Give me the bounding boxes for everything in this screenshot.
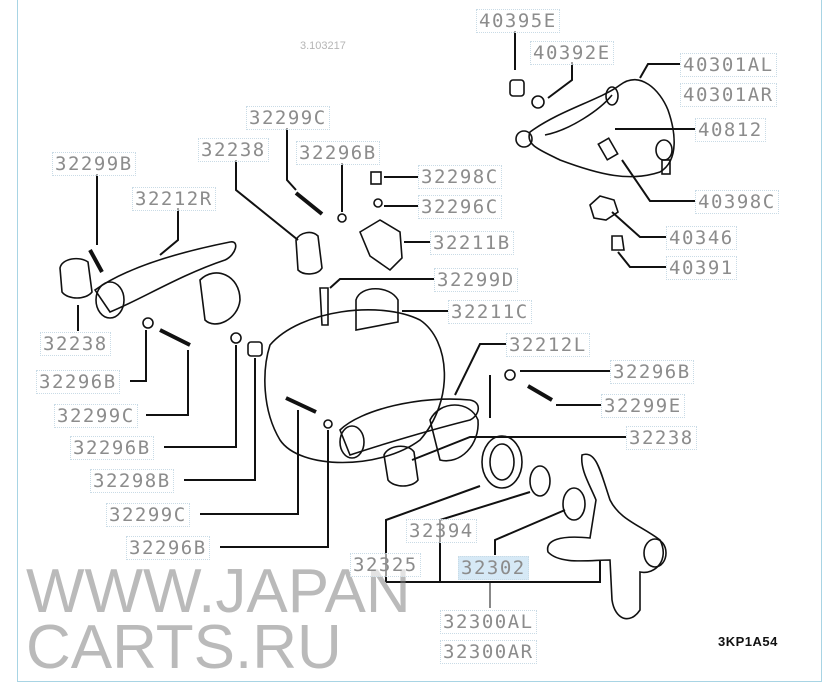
diagram-code: 3KP1A54 (718, 634, 778, 649)
differential-housing (264, 309, 446, 464)
part-label-32212l[interactable]: 32212L (506, 333, 590, 357)
part-label-32325[interactable]: 32325 (350, 553, 421, 577)
bolt-32299b (88, 249, 104, 273)
part-label-32302[interactable]: 32302 (458, 556, 529, 580)
dust-cover-40346 (589, 195, 619, 221)
washer-40392e (531, 95, 545, 109)
part-label-32212r[interactable]: 32212R (132, 187, 216, 211)
nut-32298c (370, 171, 382, 185)
upper-control-arm (515, 79, 675, 178)
washer-32296b (337, 213, 347, 223)
part-label-32296b[interactable]: 32296B (70, 436, 154, 460)
bolt-32299d (319, 287, 329, 326)
washer-32296b-right (504, 369, 516, 381)
part-label-32296c[interactable]: 32296C (418, 195, 502, 219)
lower-arm-32212r (93, 241, 237, 313)
part-label-40392e[interactable]: 40392E (530, 41, 614, 65)
lower-arm-32212l (339, 398, 480, 456)
nut-40391 (611, 235, 625, 251)
leader-lines (77, 31, 695, 608)
seal-32302 (562, 487, 586, 521)
part-label-32299e[interactable]: 32299E (601, 394, 685, 418)
part-label-32296b[interactable]: 32296B (296, 141, 380, 165)
part-label-40391[interactable]: 40391 (666, 256, 737, 280)
bolt-32299c-lower (285, 396, 317, 414)
part-label-32296b[interactable]: 32296B (610, 360, 694, 384)
part-label-32296b[interactable]: 32296B (36, 370, 120, 394)
part-label-40398c[interactable]: 40398C (695, 190, 779, 214)
part-label-32211b[interactable]: 32211B (430, 231, 514, 255)
knuckle (546, 453, 665, 620)
washer-left-2 (230, 332, 242, 344)
part-label-32296b[interactable]: 32296B (126, 536, 210, 560)
seal-32394 (529, 465, 551, 497)
part-label-40395e[interactable]: 40395E (476, 9, 560, 33)
small-watermark: 3.103217 (300, 40, 346, 52)
part-label-32299c[interactable]: 32299C (246, 106, 330, 130)
part-label-32299b[interactable]: 32299B (52, 152, 136, 176)
diagram-frame (17, 0, 822, 682)
bushing-32238-left (59, 257, 93, 299)
part-label-32211c[interactable]: 32211C (448, 300, 532, 324)
plate-right (429, 404, 479, 462)
bushing-32238-right (383, 445, 419, 487)
bolt-left (159, 328, 191, 347)
part-label-32299c[interactable]: 32299C (54, 404, 138, 428)
part-label-40301ar[interactable]: 40301AR (680, 83, 777, 107)
bracket-32211b (358, 219, 403, 272)
part-label-40301al[interactable]: 40301AL (680, 53, 777, 77)
part-label-32299d[interactable]: 32299D (434, 268, 518, 292)
part-label-32300al[interactable]: 32300AL (440, 610, 537, 634)
bolt-32299e (526, 384, 554, 402)
part-label-32300ar[interactable]: 32300AR (440, 640, 537, 664)
watermark: WWW.JAPANCARTS.RU (26, 557, 411, 682)
washer-left-1 (142, 317, 154, 329)
bolt-32299c (294, 191, 324, 216)
part-label-32299c[interactable]: 32299C (106, 503, 190, 527)
plate-left (199, 272, 241, 325)
washer-lower (323, 419, 333, 429)
bracket-32211c (355, 287, 399, 331)
part-label-32238[interactable]: 32238 (626, 426, 697, 450)
washer-32296c (373, 198, 383, 208)
part-label-32298c[interactable]: 32298C (418, 165, 502, 189)
part-label-32298b[interactable]: 32298B (90, 469, 174, 493)
part-label-40812[interactable]: 40812 (695, 118, 766, 142)
part-label-32394[interactable]: 32394 (406, 519, 477, 543)
nut-40395e (509, 79, 525, 97)
part-label-32238[interactable]: 32238 (40, 332, 111, 356)
part-label-32238[interactable]: 32238 (198, 138, 269, 162)
nut-32298b (247, 341, 263, 357)
part-label-40346[interactable]: 40346 (666, 226, 737, 250)
bushing-32238-top (295, 231, 323, 275)
